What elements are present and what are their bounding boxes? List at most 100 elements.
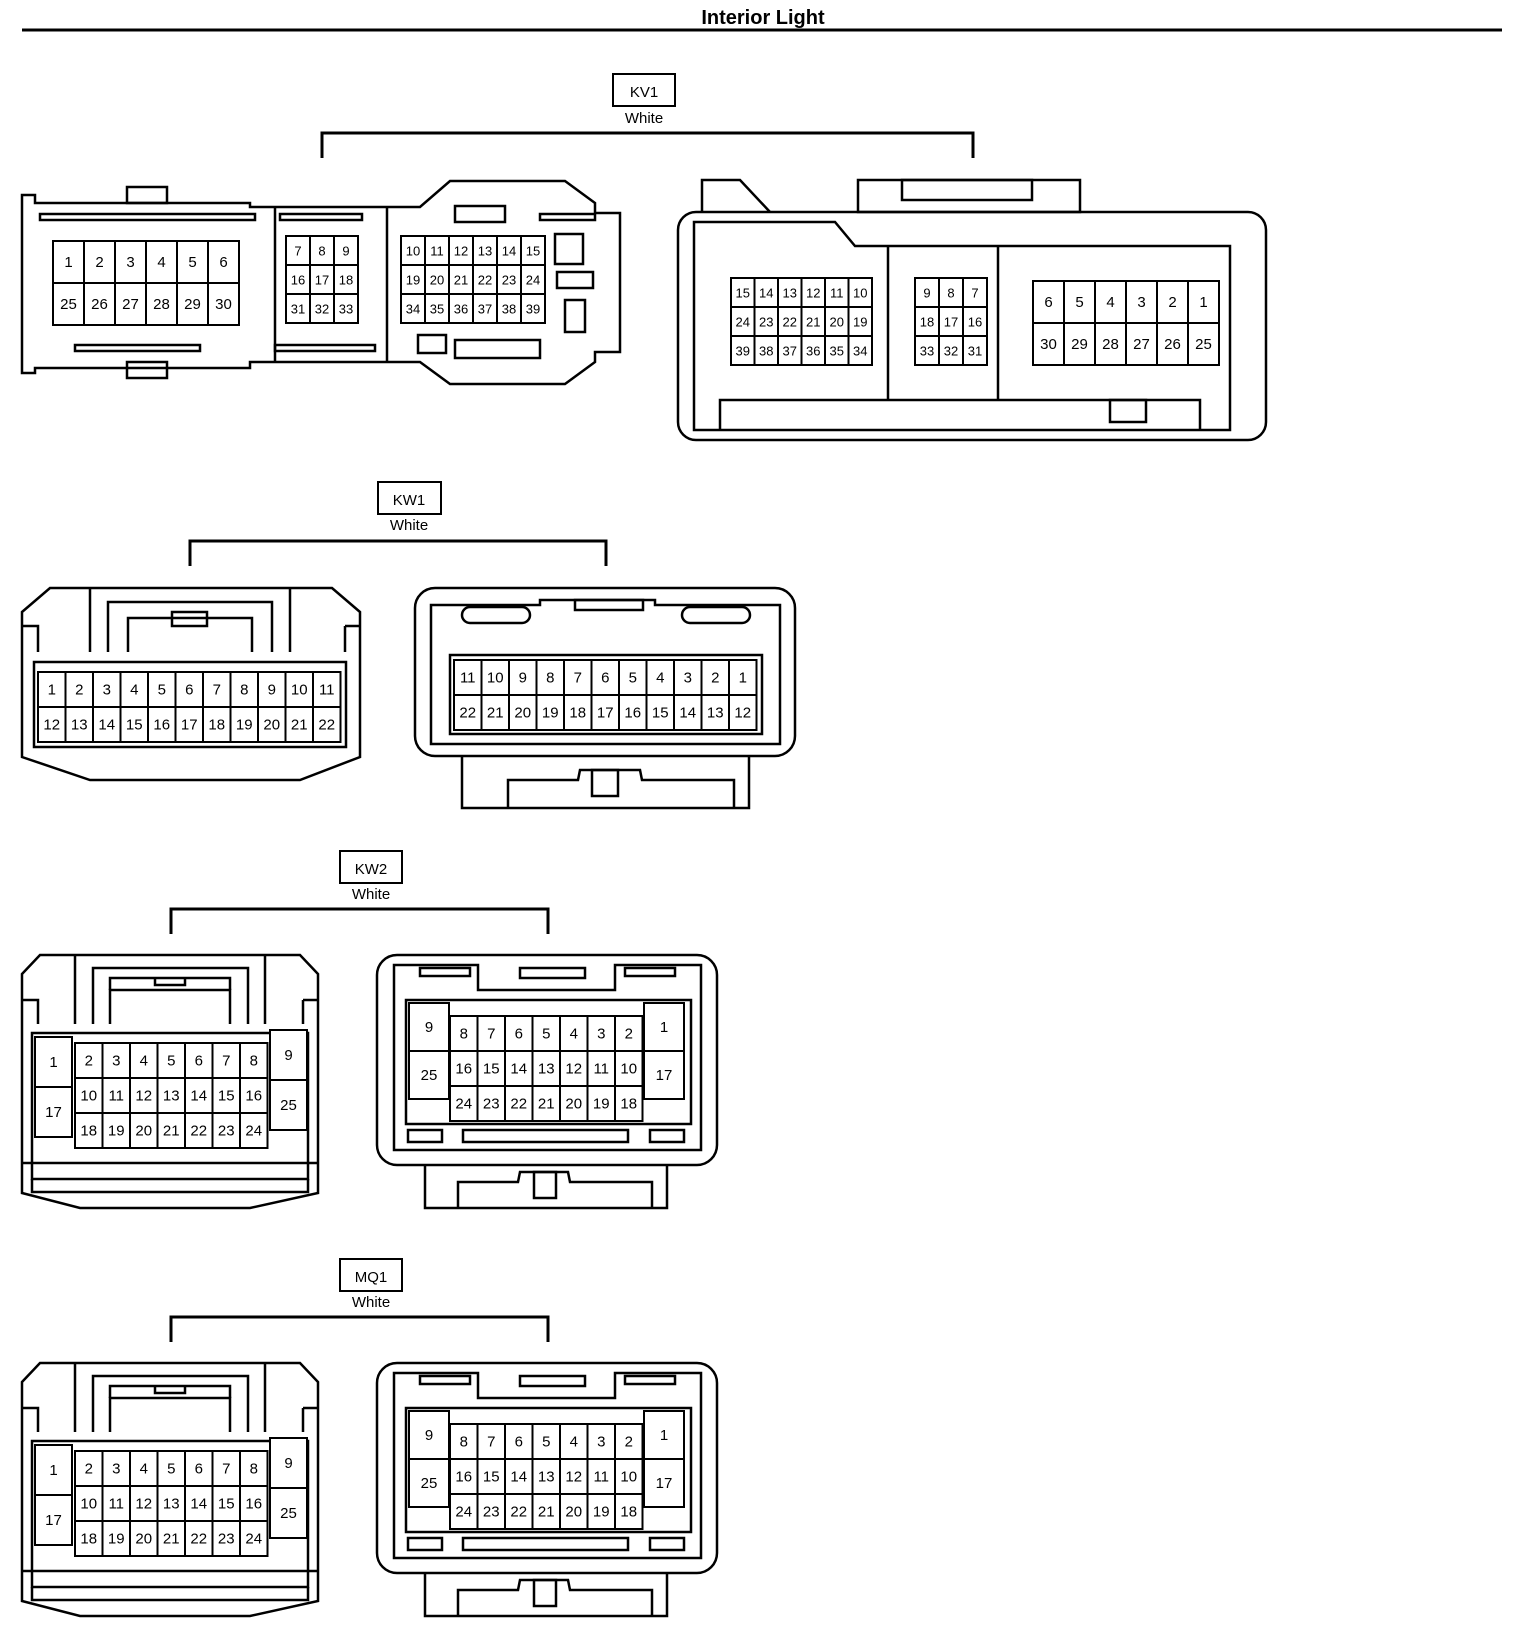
pin-number: 9 (923, 286, 930, 301)
pin-cavity (1125, 280, 1158, 324)
kw2-left-side-a: 117 (34, 1036, 73, 1138)
connector-color: White (390, 517, 428, 534)
pin-number: 22 (510, 1504, 527, 1521)
housing-foot-key (532, 1170, 558, 1200)
housing-top-latch (900, 178, 1034, 202)
pin-cavity (83, 282, 116, 326)
pin-cavity (614, 1493, 644, 1530)
pin-number: 4 (570, 1026, 578, 1043)
connector-code: KW2 (355, 861, 388, 878)
pin-cavity (449, 1085, 479, 1122)
pin-cavity (673, 694, 703, 731)
pin-cavity (476, 1493, 506, 1530)
pin-number: 7 (487, 1026, 495, 1043)
pin-number: 5 (167, 1053, 175, 1070)
pin-number: 21 (538, 1096, 555, 1113)
mq1-left-side-b: 925 (269, 1437, 308, 1539)
pin-number: 20 (514, 705, 531, 722)
pin-number: 6 (515, 1434, 523, 1451)
pin-cavity (92, 706, 122, 743)
pin-cavity (728, 659, 758, 696)
pin-number: 25 (60, 296, 77, 313)
pin-number: 10 (487, 670, 504, 687)
pin-cavity (408, 1050, 450, 1100)
pin-cavity (476, 1050, 506, 1087)
pin-number: 3 (126, 254, 134, 271)
pin-number: 3 (112, 1461, 120, 1478)
housing-foot (423, 1573, 669, 1618)
view-bracket (188, 539, 608, 566)
pin-number: 37 (478, 302, 492, 317)
pin-number: 23 (218, 1123, 235, 1140)
pin-number: 4 (130, 682, 138, 699)
mq1-right-side-b: 117 (643, 1410, 685, 1508)
pin-cavity (496, 264, 522, 295)
housing-inner (22, 588, 360, 652)
pin-number: 3 (1137, 294, 1145, 311)
pin-number: 2 (75, 682, 83, 699)
pin-number: 7 (222, 1461, 230, 1478)
pin-cavity (700, 694, 730, 731)
housing-foot-inner (506, 768, 736, 808)
pin-number: 8 (240, 682, 248, 699)
pin-cavity (184, 1112, 214, 1149)
pin-cavity (1187, 280, 1220, 324)
housing-foot-key (590, 768, 620, 798)
pin-number: 20 (830, 315, 844, 330)
connector-mq1-right-view (375, 1361, 719, 1618)
housing-inner (22, 1363, 318, 1432)
pin-number: 1 (64, 254, 72, 271)
housing-inner (429, 598, 782, 746)
housing-foot (423, 1165, 669, 1210)
pin-number: 25 (421, 1475, 438, 1492)
pin-number: 20 (565, 1504, 582, 1521)
pin-number: 7 (574, 670, 582, 687)
housing-slot (273, 343, 377, 353)
pin-number: 31 (291, 302, 305, 317)
pin-cavity (645, 659, 675, 696)
pin-number: 6 (195, 1053, 203, 1070)
pin-number: 5 (542, 1026, 550, 1043)
pin-cavity (239, 1042, 269, 1079)
pin-cavity (586, 1050, 616, 1087)
pin-number: 24 (245, 1123, 262, 1140)
pin-number: 25 (1195, 336, 1212, 353)
pin-cavity (176, 240, 209, 284)
pin-number: 17 (45, 1104, 62, 1121)
pin-number: 5 (167, 1461, 175, 1478)
housing-key (406, 1128, 444, 1144)
pin-number: 23 (483, 1504, 500, 1521)
pin-number: 3 (103, 682, 111, 699)
pin-cavity (129, 1042, 159, 1079)
pin-number: 2 (711, 670, 719, 687)
connector-kw2-right-view (375, 953, 719, 1210)
pin-number: 13 (538, 1061, 555, 1078)
pin-number: 22 (478, 273, 492, 288)
pin-number: 28 (1102, 336, 1119, 353)
pin-cavity (119, 671, 149, 708)
pin-number: 16 (153, 717, 170, 734)
housing-latch (91, 1374, 250, 1432)
housing-outline (20, 179, 622, 386)
connector-color: White (352, 886, 390, 903)
pin-cavity (211, 1485, 241, 1522)
pin-number: 18 (80, 1531, 97, 1548)
pin-cavity (476, 1015, 506, 1052)
pin-number: 23 (483, 1096, 500, 1113)
pin-number: 2 (1168, 294, 1176, 311)
pin-cavity (618, 694, 648, 731)
pin-number: 8 (947, 286, 954, 301)
pin-number: 10 (620, 1061, 637, 1078)
pin-number: 12 (806, 286, 820, 301)
housing-foot (1108, 398, 1148, 424)
pin-number: 9 (284, 1455, 292, 1472)
pin-number: 1 (739, 670, 747, 687)
pin-cavity (400, 293, 426, 324)
pin-number: 30 (1040, 336, 1057, 353)
connector-kw1-right-view (413, 586, 797, 810)
